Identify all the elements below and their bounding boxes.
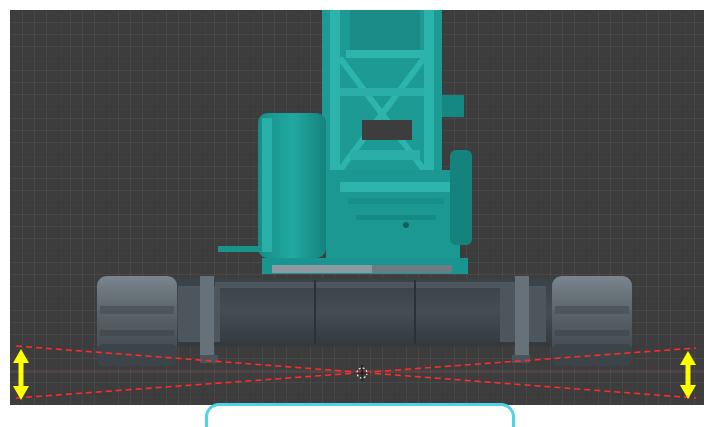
left-crawler-track bbox=[97, 276, 177, 366]
undercarriage bbox=[97, 276, 632, 366]
screenshot-frame bbox=[10, 10, 704, 427]
viewport-scene bbox=[10, 10, 704, 400]
origin-3d-cursor-icon[interactable] bbox=[354, 365, 370, 381]
crane-upper-body bbox=[218, 113, 472, 274]
crane-boom bbox=[322, 10, 464, 185]
right-height-arrow-icon bbox=[680, 351, 696, 399]
right-crawler-track bbox=[552, 276, 632, 366]
left-height-arrow-icon bbox=[13, 349, 29, 400]
3d-viewport[interactable] bbox=[10, 10, 704, 405]
caption-tab bbox=[205, 403, 515, 427]
